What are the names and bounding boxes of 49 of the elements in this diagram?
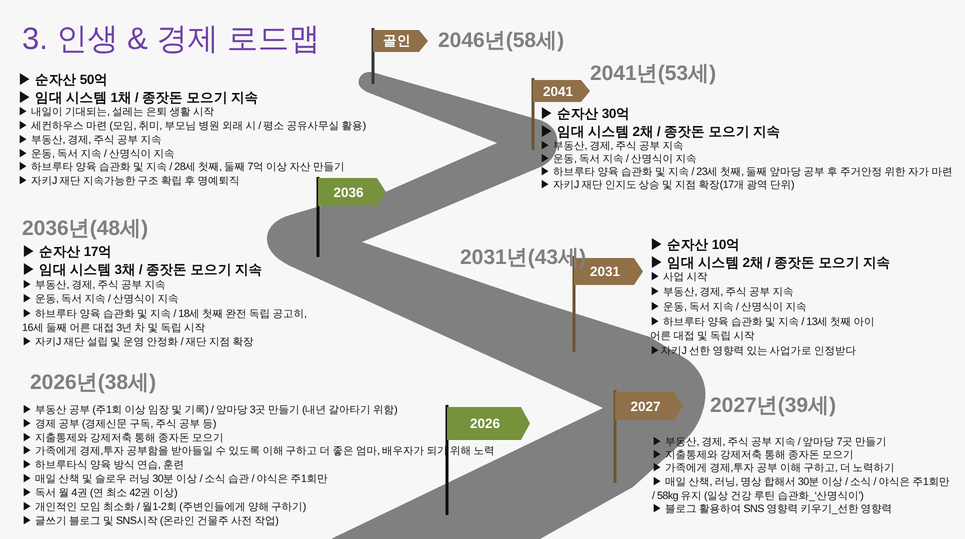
title: 3. 인생 & 경제 로드맵 [22, 22, 320, 56]
bullet-text: ▶ 매일 산책, 러닝, 명상 합해서 30분 이상 / 소식 / 야식은 주1회만 / 58kg 유지 (일상 건강 루틴 습관화_‘산명식이’) [652, 476, 950, 504]
milestone-heading: 2026년(38세) [30, 371, 156, 395]
milestone-heading: 2036년(48세) [22, 217, 148, 241]
bullet-text: ▶ 자키J 재단 설립 및 운영 안정화 / 재단 지점 확장 [22, 336, 254, 350]
bullet-text: ▶ 사업 시작 [650, 271, 708, 285]
bullet-text: ▶ 경제 공부 (경제신문 구독, 주식 공부 등) [22, 418, 216, 432]
bullet-text: ▶ 임대 시스템 2채 / 종잣돈 모으기 지속 [540, 123, 780, 141]
bullet-text: ▶ 운동, 독서 지속 / 산명식이 지속 [22, 293, 178, 307]
bullet-text: ▶ 임대 시스템 3채 / 종잣돈 모으기 지속 [22, 261, 262, 279]
bullet-text: ▶ 하브루타 양육 습관화 및 지속 / 23세 첫째, 둘째 앞마당 공부 후 주거안정 위한 자가 마련 [540, 166, 952, 180]
bullet-text: ▶ 가족에게 경제,투자 공부 이해 구하고, 더 노력하기 [652, 462, 895, 476]
bullet-text: ▶ 운동, 독서 지속 / 산명식이 지속 [540, 153, 696, 167]
bullet-text: ▶ 자키J 재단 지속가능한 구조 확립 후 명예퇴직 [18, 175, 240, 189]
bullet-text: ▶ 하브루타 양육 습관화 및 지속 / 28세 첫째, 둘째 7억 이상 자산 만들기 [18, 161, 344, 175]
bullet-text: ▶ 부동산, 경제, 주식 공부 지속 [18, 134, 162, 148]
bullet-text: ▶ 하브루타 양육 습관화 및 지속 / 18세 첫째 완전 독립 공고히, 16세 둘째 어른 대접 3년 차 및 독립 시작 [22, 308, 308, 336]
bullet-text: ▶ 하브루타 양육 습관화 및 지속 / 13세 첫째 아이 어른 대접 및 독립 시작 [650, 316, 876, 344]
bullet-text: ▶ 운동, 독서 지속 / 산명식이 지속 [18, 148, 174, 162]
milestone-heading: 2041년(53세) [590, 62, 716, 86]
bullet-text: ▶ 임대 시스템 2채 / 종잣돈 모으기 지속 [650, 254, 890, 272]
bullet-text: ▶ 순자산 10억 [650, 236, 740, 254]
bullet-text: ▶ 하브루타식 양육 방식 연습, 훈련 [22, 459, 184, 473]
bullet-text: ▶ 부동산, 경제, 주식 공부 지속 [650, 286, 794, 300]
flag: 2036 [318, 178, 386, 206]
bullet-text: ▶ 개인적인 모임 최소화 / 월1-2회 (주변인들에게 양해 구하기) [22, 501, 306, 515]
milestone-heading: 2027년(39세) [710, 394, 836, 418]
bullet-text: ▶ 세컨하우스 마련 (모임, 취미, 부모님 병원 외래 시 / 평소 공유사무실 활용) [18, 120, 366, 134]
bullet-text: ▶ 내일이 기대되는, 설레는 은퇴 생활 시작 [18, 106, 214, 120]
bullet-text: ▶ 지출통제와 강제저축 통해 종자돈 모으기 [652, 449, 854, 463]
bullet-text: ▶ 순자산 17억 [22, 243, 112, 261]
bullet-text: ▶ 부동산 공부 (주1회 이상 임장 및 기록) / 앞마당 3곳 만들기 (내년 갈아타기 위함) [22, 404, 398, 418]
flag: 2027 [615, 392, 683, 420]
flag: 골인 [373, 30, 428, 52]
bullet-text: ▶ 부동산, 경제, 주식 공부 지속 [22, 279, 166, 293]
bullet-text: ▶ 자키J 재단 인지도 상승 및 지점 확장(17개 광역 단위) [540, 179, 794, 193]
bullet-text: ▶ 블로그 활용하여 SNS 영향력 키우기_선한 영향력 [652, 503, 892, 517]
bullet-text: ▶ 부동산, 경제, 주식 공부 지속 [540, 140, 684, 154]
milestone-heading: 2046년(58세) [438, 29, 564, 53]
bullet-text: ▶ 순자산 30억 [540, 105, 630, 123]
bullet-text: ▶ 매일 산책 및 슬로우 러닝 30분 이상 / 소식 습관 / 야식은 주1회만 [22, 473, 328, 487]
flag: 2041 [533, 80, 590, 102]
bullet-text: ▶ 운동, 독서 지속 / 산명식이 지속 [650, 301, 806, 315]
bullet-text: ▶ 지출통제와 강제저축 통해 종자돈 모으기 [22, 432, 224, 446]
bullet-text: ▶ 독서 월 4권 (연 최소 42권 이상) [22, 487, 178, 501]
bullet-text: ▶ 글쓰기 블로그 및 SNS시작 (온라인 건물주 사전 작업) [22, 515, 278, 529]
bullet-text: ▶ 임대 시스템 1채 / 종잣돈 모으기 지속 [18, 89, 258, 107]
flag: 2026 [447, 407, 530, 440]
bullet-text: ▶ 순자산 50억 [18, 71, 108, 89]
